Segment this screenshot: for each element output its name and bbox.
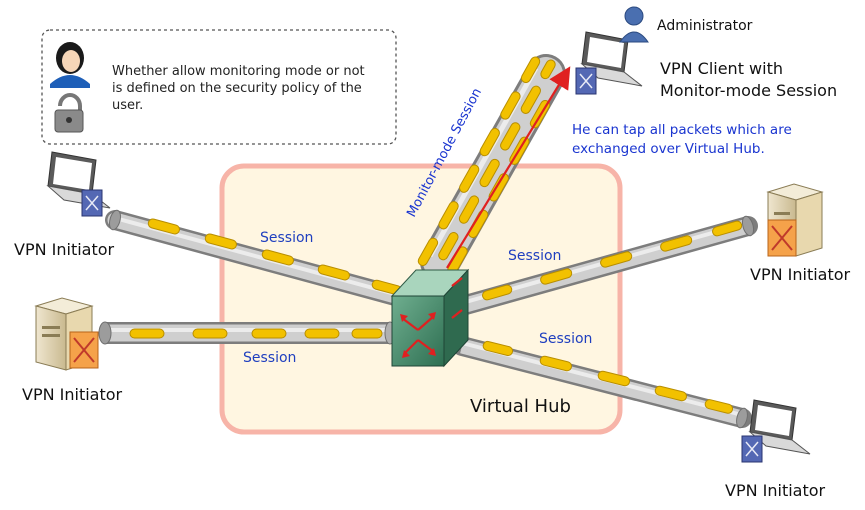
laptop-icon-top-left xyxy=(46,151,111,217)
initiator-label-bottom-right: VPN Initiator xyxy=(725,481,826,500)
session-label-right: Session xyxy=(508,248,561,264)
server-icon-mid-left xyxy=(34,297,99,371)
session-label-top-left: Session xyxy=(260,230,313,246)
virtual-hub-label: Virtual Hub xyxy=(470,396,571,417)
session-label-mid-left: Session xyxy=(243,350,296,366)
admin-client-label-line2: Monitor-mode Session xyxy=(660,81,837,100)
tap-text-line1: He can tap all packets which are xyxy=(572,122,792,138)
admin-client-label-line1: VPN Client with xyxy=(660,59,783,78)
initiator-label-mid-left: VPN Initiator xyxy=(22,385,123,404)
admin-laptop-icon xyxy=(575,31,643,95)
administrator-label: Administrator xyxy=(657,18,753,34)
tap-text-line2: exchanged over Virtual Hub. xyxy=(572,141,765,157)
note-text-line1: Whether allow monitoring mode or not xyxy=(112,64,365,79)
initiator-label-right: VPN Initiator xyxy=(750,265,851,284)
initiator-label-top-left: VPN Initiator xyxy=(14,240,115,259)
laptop-icon-bottom-right xyxy=(741,399,811,463)
user-icon xyxy=(50,42,90,88)
lock-icon xyxy=(54,93,84,133)
server-icon-right xyxy=(766,183,824,257)
note-text-line2: is defined on the security policy of the xyxy=(112,81,362,96)
note-box xyxy=(41,29,397,145)
administrator-icon xyxy=(619,6,649,43)
session-label-bottom-right: Session xyxy=(539,331,592,347)
note-text-line3: user. xyxy=(112,98,143,113)
tap-arrow xyxy=(446,66,571,269)
virtual-hub-switch-icon xyxy=(390,268,470,368)
